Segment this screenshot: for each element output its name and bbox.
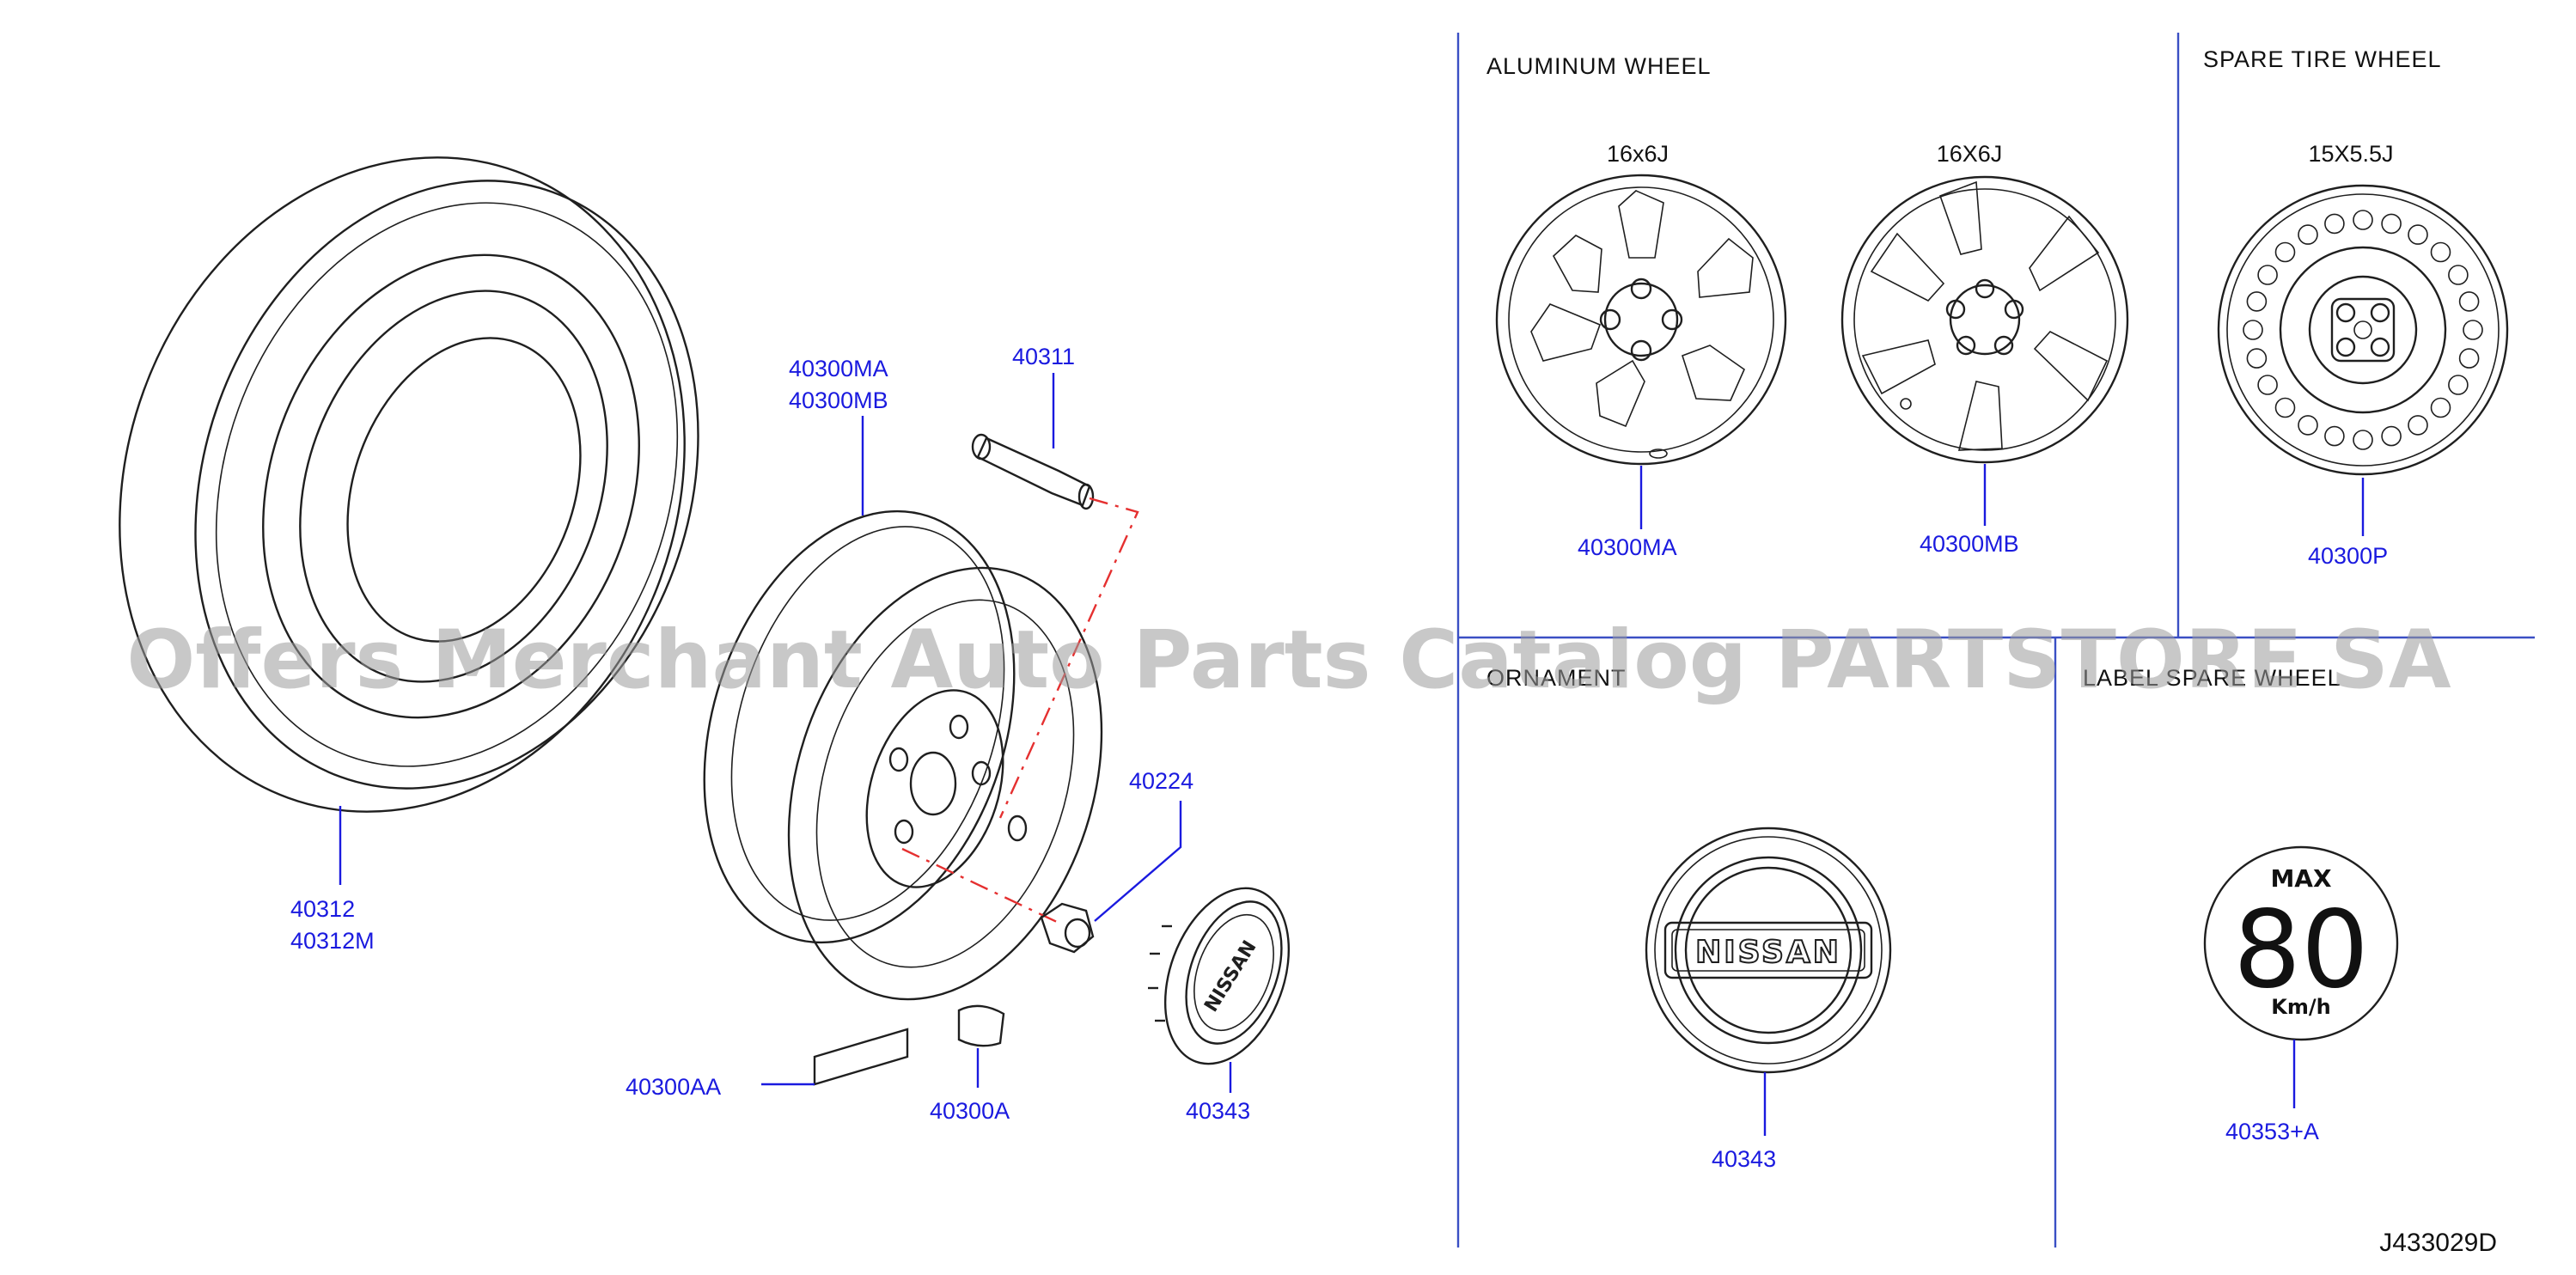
callout-alu-40300mb[interactable]: 40300MB [1920,531,2019,557]
spare-vent-hole [2257,375,2278,395]
center-cap-drawing: NISSAN [1148,887,1291,1065]
callout-nut-40224[interactable]: 40224 [1129,768,1193,794]
spare-vent-hole [2324,213,2345,235]
alloy-wheel-a-drawing [1495,174,1787,466]
section-dividers [1456,33,2535,1248]
callout-ornament-40343[interactable]: 40343 [1712,1146,1776,1172]
callout-label-40353a[interactable]: 40353+A [2225,1119,2319,1144]
label-unit-text: Km/h [2271,995,2330,1019]
callout-rim-40300ma[interactable]: 40300MA [789,356,888,381]
spare-vent-hole [2448,265,2469,285]
nut-leader [1094,801,1182,922]
balance-weight-flat-drawing [761,1028,909,1086]
spare-vent-hole [2448,375,2469,395]
callout-cap-40343[interactable]: 40343 [1186,1098,1250,1124]
valve-stem-drawing [971,433,1095,510]
callout-weight-40300a[interactable]: 40300A [930,1098,1010,1124]
spare-vent-hole [2408,224,2428,245]
section-title-ornament: ORNAMENT [1486,665,1627,691]
spare-vent-hole [2243,320,2263,340]
spare-vent-hole [2246,291,2268,312]
alloy-wheel-b-drawing [1840,175,2129,464]
cap-emblem-text: NISSAN [1200,937,1261,1016]
callout-weight-40300aa[interactable]: 40300AA [626,1074,721,1100]
ornament-emblem-text: NISSAN [1695,935,1841,970]
label-speed-value: 80 [2233,888,2369,1012]
spare-vent-hole [2324,425,2345,447]
size-label-wheel-b: 16X6J [1937,141,2003,167]
spare-vent-hole [2298,224,2318,245]
rim-drawing [703,509,1103,1001]
size-label-spare: 15X5.5J [2308,141,2393,167]
spare-vent-hole [2430,397,2451,418]
spare-wheel-drawing [2217,184,2509,476]
tire-drawing [119,156,699,813]
section-title-label-spare-wheel: LABEL SPARE WHEEL [2083,665,2341,691]
spare-vent-hole [2246,348,2268,369]
wheel-nut-drawing [1040,902,1095,954]
spare-vent-hole [2274,241,2296,263]
ornament-emblem-drawing: NISSAN [1645,827,1892,1074]
callout-alu-40300ma[interactable]: 40300MA [1578,534,1677,560]
spare-vent-hole [2353,210,2373,230]
balance-weight-clip-drawing [957,1004,1005,1088]
valve-install-path [901,497,1139,924]
callout-tire-40312m[interactable]: 40312M [290,928,375,954]
spare-vent-hole [2381,213,2402,235]
spare-vent-hole [2274,397,2296,418]
spare-vent-hole [2458,348,2480,369]
watermark-text: Offers Merchant Auto Parts Catalog PARTS… [126,613,2451,707]
spare-vent-hole [2353,430,2373,450]
spare-vent-hole [2257,265,2278,285]
callout-tire-40312[interactable]: 40312 [290,896,355,922]
diagram-code: J433029D [2379,1229,2497,1257]
size-label-wheel-a: 16x6J [1607,141,1669,167]
callout-valve-40311[interactable]: 40311 [1012,344,1075,369]
spare-vent-hole [2408,415,2428,436]
label-max-text: MAX [2270,864,2332,893]
spare-vent-hole [2463,320,2483,340]
section-title-spare-tire-wheel: SPARE TIRE WHEEL [2203,46,2442,72]
section-title-aluminum-wheel: ALUMINUM WHEEL [1486,53,1712,79]
spare-vent-hole [2381,425,2402,447]
spare-vent-hole [2458,291,2480,312]
speed-label-badge: MAX 80 Km/h [2203,845,2399,1041]
callout-rim-40300mb[interactable]: 40300MB [789,387,888,413]
spare-vent-hole [2298,415,2318,436]
callout-spare-40300p[interactable]: 40300P [2308,543,2388,569]
spare-vent-hole [2430,241,2451,263]
